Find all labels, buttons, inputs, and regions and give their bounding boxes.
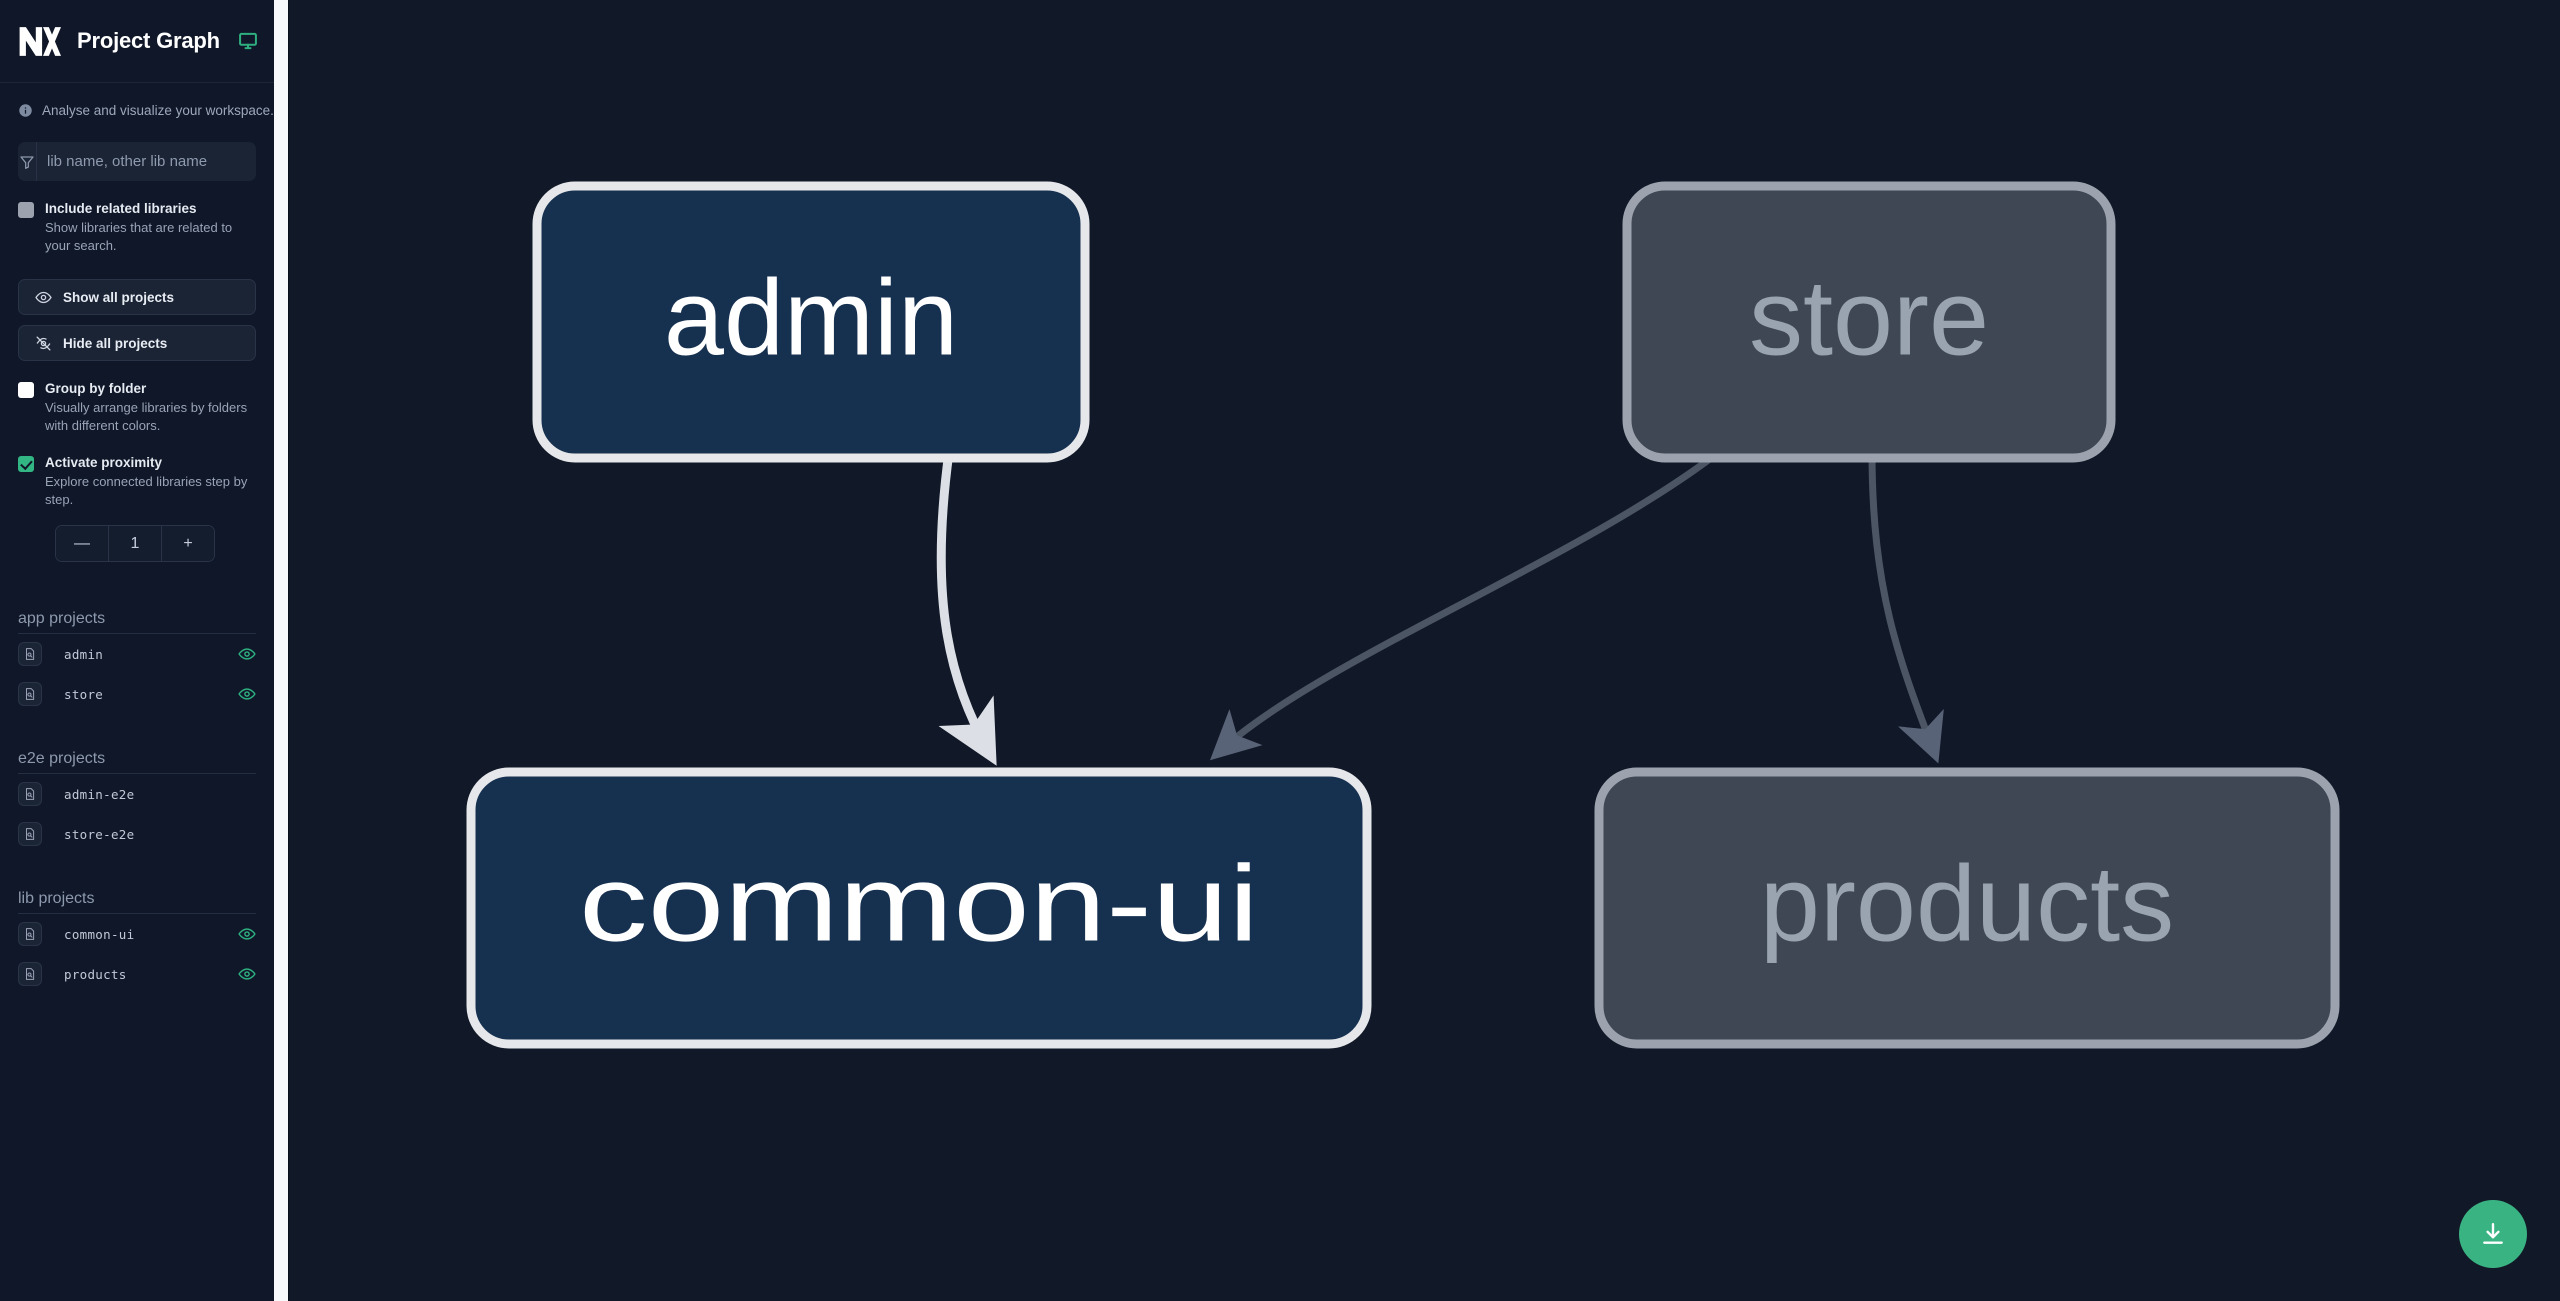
activate-proximity-desc: Explore connected libraries step by step… [45,474,248,507]
graph-node-common-ui-label: common-ui [579,843,1259,964]
eye-icon[interactable] [238,645,256,663]
nx-logo-icon [16,18,61,64]
project-row-products[interactable]: products [18,954,256,994]
graph-node-products-label: products [1760,843,2174,964]
graph-node-products-box[interactable] [1594,767,2340,1049]
include-related-libraries-label: Include related libraries [45,201,197,216]
sidebar-header: Project Graph [0,0,274,83]
graph-node-store[interactable]: store [1622,181,2116,463]
proximity-increment-button[interactable]: + [161,526,214,561]
project-graph-svg[interactable]: admin store common-ui products [289,0,2560,1301]
proximity-decrement-button[interactable]: — [56,526,108,561]
sidebar-resize-handle[interactable] [274,0,289,1301]
option-activate-proximity[interactable]: Activate proximity Explore connected lib… [0,454,274,509]
show-all-projects-label: Show all projects [63,289,175,305]
graph-node-admin-box[interactable] [532,181,1090,463]
project-row-common-ui[interactable]: common-ui [18,914,256,954]
project-icon [18,682,42,706]
graph-node-common-ui[interactable]: common-ui [466,767,1372,1049]
include-related-libraries-desc: Show libraries that are related to your … [45,220,233,253]
graph-node-products[interactable]: products [1594,767,2340,1049]
project-row-admin[interactable]: admin [18,634,256,674]
edge-admin-to-common-ui[interactable] [936,451,997,766]
eye-placeholder [238,785,256,803]
project-label: store-e2e [64,826,135,842]
option-include-related-libraries[interactable]: Include related libraries Show libraries… [0,200,274,255]
eye-off-icon [36,335,51,351]
project-label: admin [64,646,104,662]
sidebar: Project Graph Analyse and visualize your… [0,0,274,1301]
info-icon [19,104,32,117]
project-icon [18,962,42,986]
graph-edges [936,449,1944,766]
option-group-by-folder[interactable]: Group by folder Visually arrange librari… [0,380,274,435]
graph-node-store-box[interactable] [1622,181,2116,463]
edge-store-to-common-ui[interactable] [1209,449,1722,761]
graph-node-admin-label: admin [664,257,958,378]
app-projects-heading: app projects [18,610,256,634]
project-icon [18,642,42,666]
eye-icon[interactable] [238,925,256,943]
project-row-admin-e2e[interactable]: admin-e2e [18,774,256,814]
project-label: admin-e2e [64,786,135,802]
proximity-value: 1 [108,526,161,561]
graph-node-admin[interactable]: admin [532,181,1090,463]
include-related-libraries-checkbox[interactable] [18,202,34,218]
activate-proximity-label: Activate proximity [45,455,163,470]
project-row-store-e2e[interactable]: store-e2e [18,814,256,854]
eye-icon[interactable] [238,685,256,703]
eye-placeholder [238,825,256,843]
project-icon [18,922,42,946]
project-icon [18,822,42,846]
section-app-projects: app projects admin store [0,610,274,714]
group-by-folder-checkbox[interactable] [18,382,34,398]
graph-node-store-label: store [1749,257,1989,378]
project-label: store [64,686,104,702]
graph-node-common-ui-box[interactable] [466,767,1372,1049]
section-e2e-projects: e2e projects admin-e2e store-e2e [0,750,274,854]
project-label: common-ui [64,926,135,942]
download-icon [2483,1223,2503,1244]
eye-icon [35,291,52,303]
project-row-store[interactable]: store [18,674,256,714]
section-lib-projects: lib projects common-ui pro [0,890,274,994]
group-by-folder-desc: Visually arrange libraries by folders wi… [45,400,248,433]
page-title: Project Graph [77,28,220,53]
hide-all-projects-label: Hide all projects [63,335,168,351]
search-box[interactable] [18,142,256,181]
download-button[interactable] [2459,1200,2527,1268]
search-input[interactable] [37,142,256,181]
filter-icon [18,142,37,181]
e2e-projects-heading: e2e projects [18,750,256,774]
proximity-stepper[interactable]: — 1 + [55,525,215,562]
tagline-text: Analyse and visualize your workspace. [42,103,274,118]
eye-icon[interactable] [238,965,256,983]
edge-store-to-products[interactable] [1868,451,1944,764]
group-by-folder-label: Group by folder [45,381,147,396]
activate-proximity-checkbox[interactable] [18,456,34,472]
project-label: products [64,966,127,982]
project-icon [18,782,42,806]
tagline: Analyse and visualize your workspace. [0,83,274,128]
hide-all-projects-button[interactable]: Hide all projects [18,325,256,361]
show-all-projects-button[interactable]: Show all projects [18,279,256,315]
graph-canvas[interactable]: admin store common-ui products [289,0,2560,1301]
graph-nodes: admin store common-ui products [466,181,2340,1049]
monitor-icon[interactable] [238,31,258,51]
lib-projects-heading: lib projects [18,890,256,914]
